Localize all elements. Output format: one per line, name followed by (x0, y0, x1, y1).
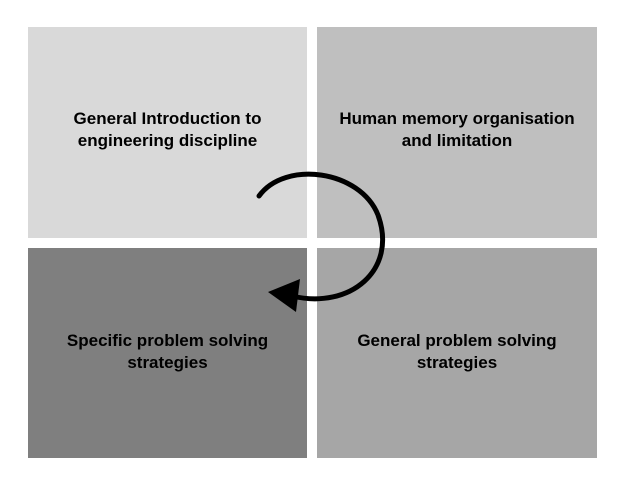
quadrant-label-human-memory: Human memory organisation and limitation (339, 109, 575, 150)
quadrant-label-general-strategies: General problem solving strategies (357, 331, 557, 372)
quadrant-general-strategies: General problem solving strategies (317, 248, 597, 458)
quadrant-label-specific-strategies: Specific problem solving strategies (66, 331, 269, 372)
quadrant-label-general-introduction: General Introduction to engineering disc… (73, 109, 262, 150)
quadrant-human-memory: Human memory organisation and limitation (317, 27, 597, 238)
quadrant-general-introduction: General Introduction to engineering disc… (28, 27, 307, 238)
quadrant-specific-strategies: Specific problem solving strategies (28, 248, 307, 458)
